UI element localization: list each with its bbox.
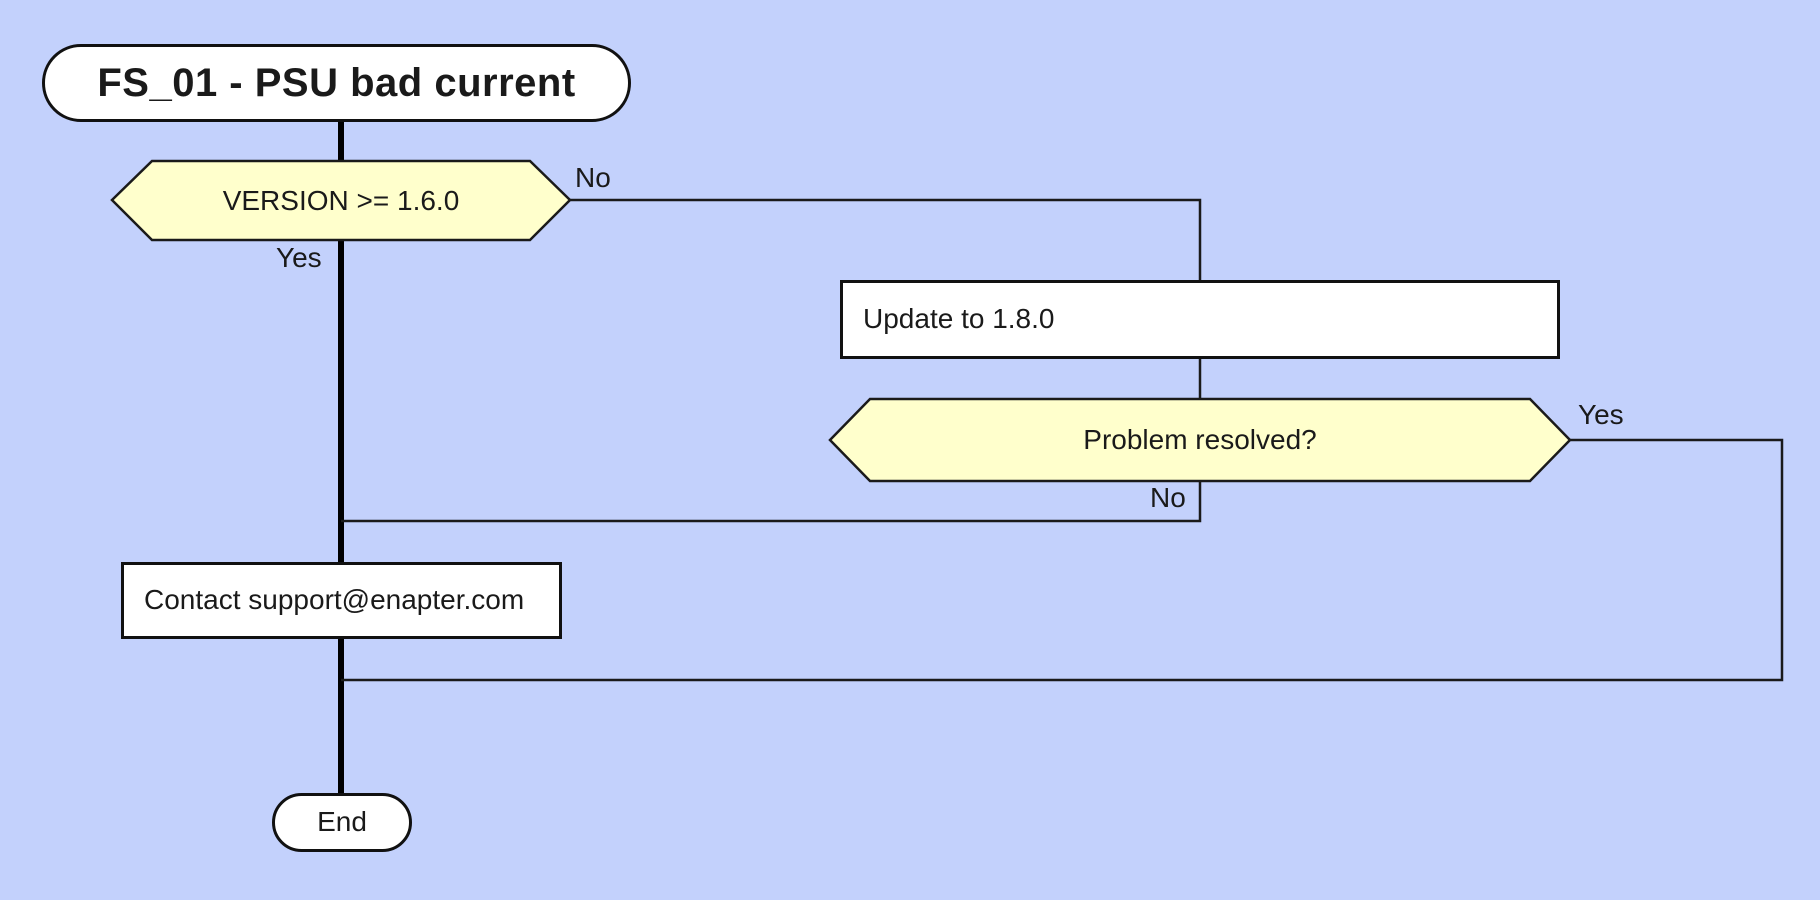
- decision-version-node: VERSION >= 1.6.0: [112, 161, 570, 240]
- end-node: End: [272, 793, 412, 852]
- edge-resolved-yes-branch: [341, 438, 1784, 682]
- process-update-label: Update to 1.8.0: [863, 303, 1055, 335]
- edge-label-version-yes: Yes: [276, 242, 322, 273]
- start-node: FS_01 - PSU bad current: [42, 44, 631, 122]
- decision-version-label: VERSION >= 1.6.0: [222, 184, 460, 216]
- decision-resolved-node: Problem resolved?: [830, 399, 1570, 481]
- edge-label-version-no: No: [575, 162, 611, 193]
- process-update-node: Update to 1.8.0: [840, 280, 1560, 359]
- edge-version-no-branch: [570, 198, 1202, 284]
- process-contact-label: Contact support@enapter.com: [144, 584, 525, 616]
- edge-resolved-no-branch: [341, 479, 1202, 523]
- decision-version-shape: [110, 159, 572, 242]
- process-contact-node: Contact support@enapter.com: [121, 562, 562, 639]
- edge-label-resolved-yes: Yes: [1578, 399, 1624, 430]
- decision-resolved-label: Problem resolved?: [1083, 424, 1317, 455]
- edge-label-resolved-no: No: [1150, 482, 1186, 513]
- end-node-label: End: [317, 806, 367, 838]
- decision-resolved-shape: [828, 397, 1572, 483]
- start-node-label: FS_01 - PSU bad current: [97, 61, 576, 105]
